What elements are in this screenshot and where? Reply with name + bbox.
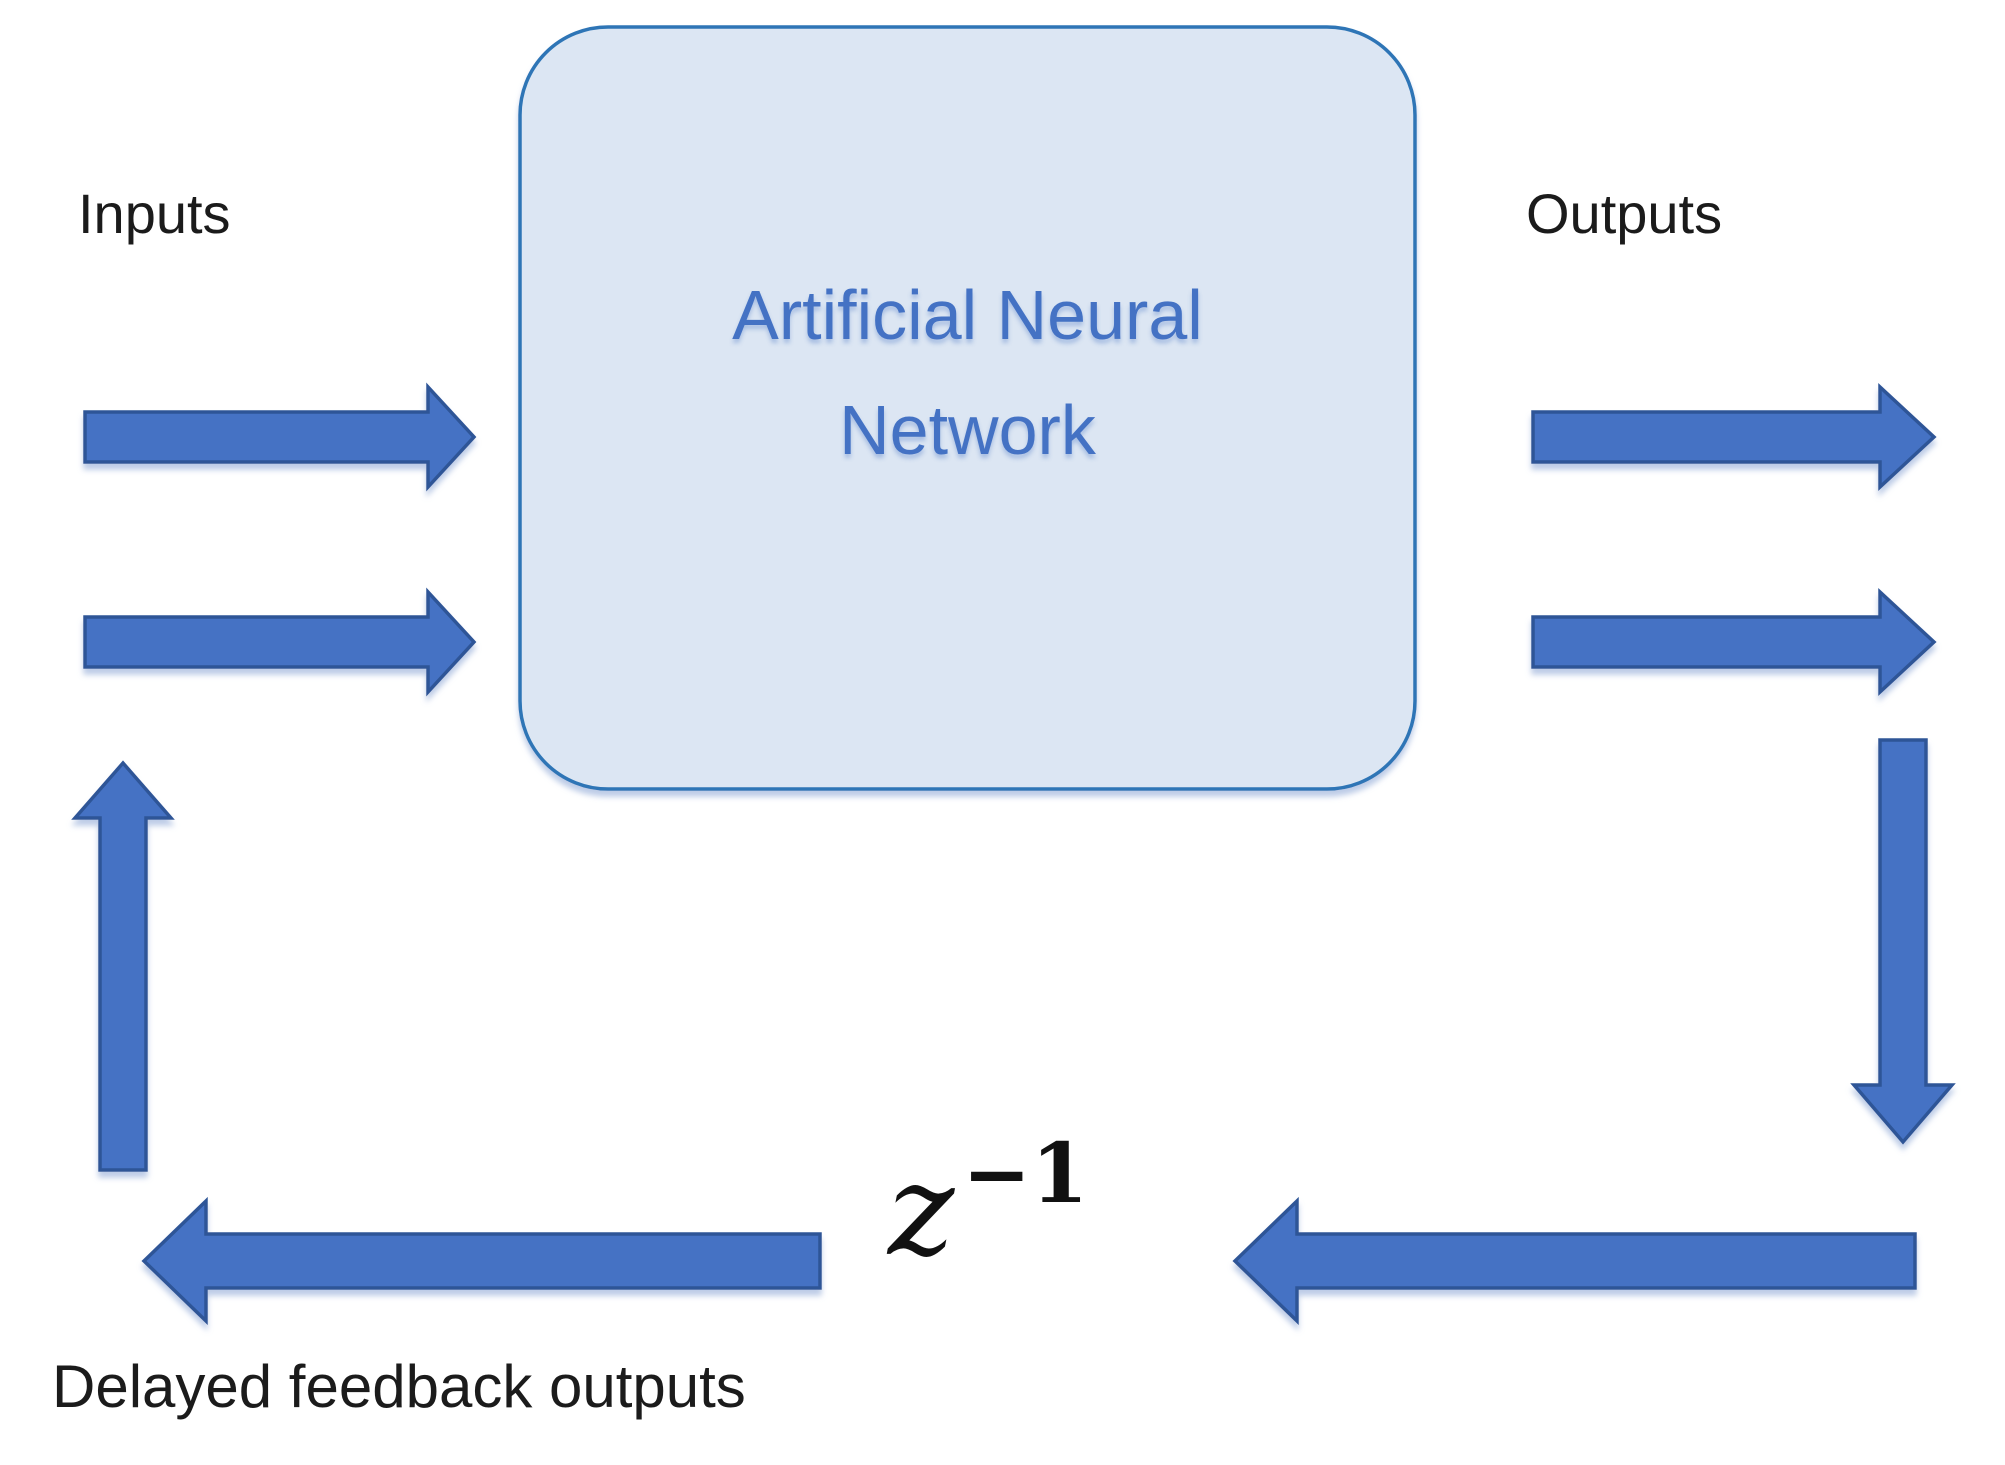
output-arrow-2-icon <box>1531 587 1937 697</box>
outputs-label: Outputs <box>1526 182 1723 245</box>
input-arrow-1-icon <box>83 382 477 492</box>
inputs-label: Inputs <box>78 182 231 245</box>
output-arrow-1-icon <box>1531 382 1937 492</box>
feedback-out-of-delay-arrow-icon <box>141 1196 822 1326</box>
delay-operator-label: z−1 <box>888 1133 1088 1274</box>
delay-operator-base: z <box>888 1137 955 1284</box>
feedback-down-arrow-icon <box>1850 738 1956 1145</box>
ann-title-line1: Artificial Neural <box>732 276 1203 354</box>
delayed-feedback-label: Delayed feedback outputs <box>52 1353 746 1420</box>
feedback-up-arrow-icon <box>71 760 175 1172</box>
feedback-into-delay-arrow-icon <box>1232 1196 1917 1326</box>
ann-box-title: Artificial Neural Network <box>520 258 1415 488</box>
delay-operator-exponent: −1 <box>962 1126 1089 1222</box>
ann-title-line2: Network <box>839 391 1096 469</box>
ann-box <box>518 25 1417 791</box>
input-arrow-2-icon <box>83 587 477 697</box>
